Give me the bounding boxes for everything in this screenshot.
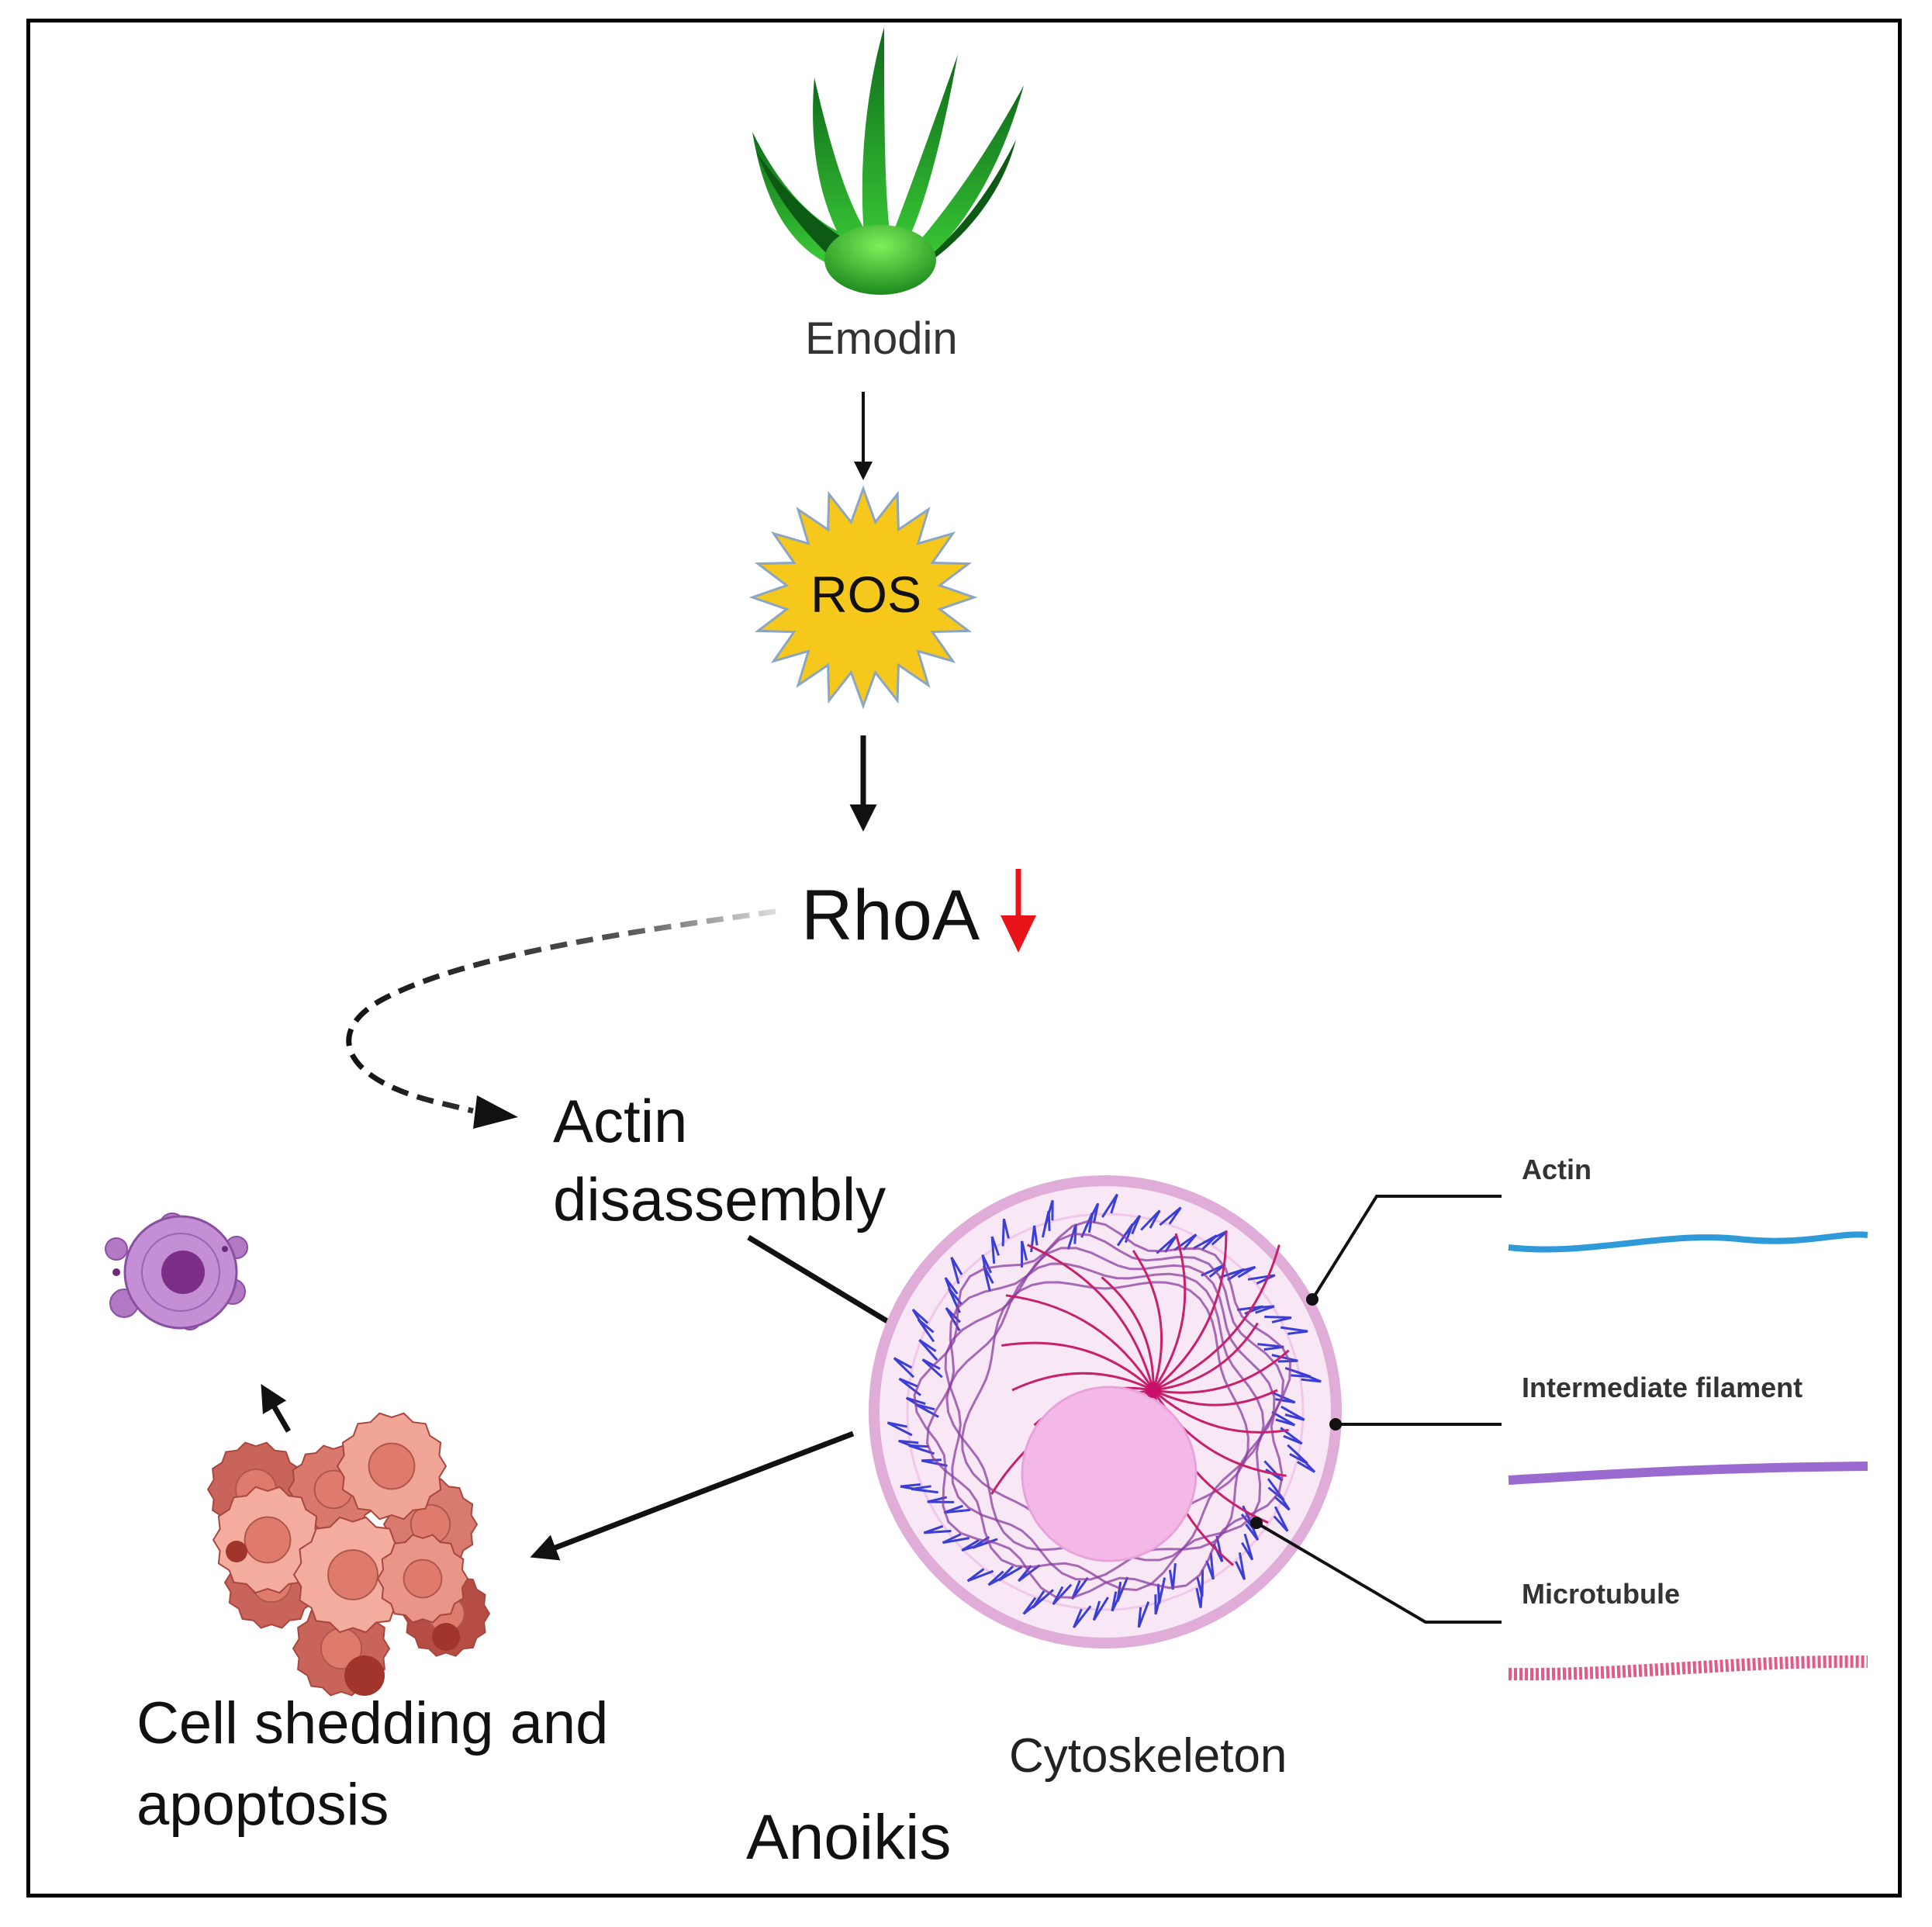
shedding-cell-cluster-icon <box>206 1412 491 1697</box>
legend-actin-label: Actin <box>1522 1154 1592 1185</box>
legend-microtubule-label: Microtubule <box>1522 1578 1680 1610</box>
arrow-actin-to-cytoskeleton <box>747 1235 914 1337</box>
microtubule-swatch <box>1508 1655 1868 1681</box>
anoikis-label: Anoikis <box>746 1802 952 1873</box>
intermediate-filament-swatch <box>1508 1462 1868 1485</box>
dashed-arrow-rhoa-to-actin <box>346 908 776 1114</box>
dashed-arrow-head <box>473 1095 518 1129</box>
cytoskeleton-label: Cytoskeleton <box>1009 1729 1287 1783</box>
arrow-cytoskeleton-to-cells <box>530 1431 855 1561</box>
rhoa-label: RhoA <box>801 876 980 955</box>
actin-disassembly-label: Actin disassembly <box>553 1087 887 1234</box>
emodin-label: Emodin <box>805 313 958 364</box>
aloe-plant-icon <box>752 27 1024 295</box>
cell-shedding-label: Cell shedding and apoptosis <box>137 1690 609 1838</box>
ros-starburst-icon <box>748 485 978 710</box>
decrease-arrow-icon <box>1001 869 1036 953</box>
diagram-frame <box>26 19 1902 1898</box>
nucleus <box>1021 1386 1198 1562</box>
cytoskeleton-cell-icon <box>869 1175 1342 1649</box>
legend-intermediate-filament-label: Intermediate filament <box>1522 1372 1803 1403</box>
ros-label: ROS <box>810 566 922 623</box>
legend-leaders <box>1250 1195 1502 1624</box>
arrow-cells-to-apoptotic-cell <box>261 1383 292 1433</box>
actin-swatch <box>1508 1231 1868 1253</box>
apoptotic-cell-icon <box>105 1213 248 1330</box>
centrosome <box>1146 1382 1161 1398</box>
